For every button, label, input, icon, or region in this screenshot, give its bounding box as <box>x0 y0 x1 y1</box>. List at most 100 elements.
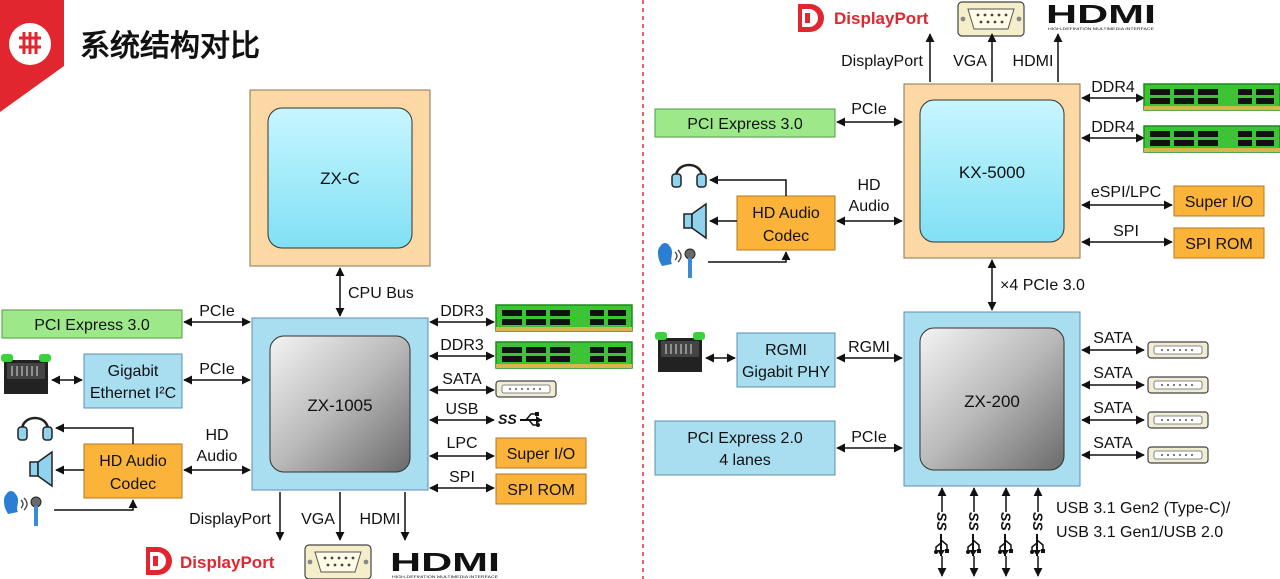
right-super-io-box <box>1173 185 1265 217</box>
left-spi-rom-box <box>495 473 587 505</box>
right-ddr-label-2: DDR4 <box>1091 119 1135 136</box>
left-codec-box <box>83 443 183 499</box>
right-displayport-label: DisplayPort <box>841 53 923 70</box>
right-hdmi-tagline: HIGH-DEFINITION MULTIMEDIA INTERFACE <box>1048 26 1154 31</box>
right-spi-label: SPI <box>1113 223 1139 240</box>
right-super-io-label: Super I/O <box>1185 194 1253 211</box>
right-rgmi-label: RGMI <box>848 339 890 356</box>
hdmi-logo-icon: HDMI HIGH-DEFINITION MULTIMEDIA INTERFAC… <box>1046 0 1156 31</box>
ram-module-icon <box>1143 83 1280 111</box>
right-codec-line2: Codec <box>763 228 809 245</box>
left-cpu-label: ZX-C <box>320 169 360 188</box>
vga-connector-icon <box>304 544 372 579</box>
left-codec-to-headphones <box>55 423 134 444</box>
left-super-io-box <box>495 437 587 469</box>
right-ddr-label-1: DDR4 <box>1091 79 1135 96</box>
left-codec-line2: Codec <box>110 476 156 493</box>
right-codec-line1: HD Audio <box>752 205 820 222</box>
speaker-icon <box>683 203 707 239</box>
right-hdmi-label: HDMI <box>1013 53 1054 70</box>
vga-connector-icon <box>957 1 1025 37</box>
displayport-logo-icon: DisplayPort <box>146 547 275 575</box>
right-chipset-block: ZX-200 <box>903 311 1081 487</box>
left-spi-rom-label: SPI ROM <box>507 482 575 499</box>
left-cpu-block: ZX-C <box>249 89 431 267</box>
left-pci-express-box <box>1 309 183 339</box>
right-link-label: ×4 PCIe 3.0 <box>1000 277 1085 294</box>
right-sata-label-1: SATA <box>1093 330 1133 347</box>
ram-module-icon <box>1143 125 1280 153</box>
left-hdmi-tagline: HIGH-DEFINITION MULTIMEDIA INTERFACE <box>392 574 498 579</box>
right-pci2-line2: 4 lanes <box>719 452 771 469</box>
left-gigabit-box <box>83 353 183 409</box>
left-chipset-label: ZX-1005 <box>307 396 372 415</box>
page-header: 系统结构对比 <box>0 0 260 112</box>
right-usb-line2: USB 3.1 Gen1/USB 2.0 <box>1056 524 1223 541</box>
left-ddr-label-2: DDR3 <box>440 337 484 354</box>
left-ddr-label-1: DDR3 <box>440 303 484 320</box>
right-chipset-label: ZX-200 <box>964 392 1020 411</box>
usb-superspeed-icon <box>497 410 543 428</box>
right-codec-box <box>736 195 836 251</box>
right-pci-express-label: PCI Express 3.0 <box>687 116 803 133</box>
left-pci-express-label: PCI Express 3.0 <box>34 317 150 334</box>
right-pci-express-box <box>654 108 836 138</box>
right-espi-label: eSPI/LPC <box>1091 184 1161 201</box>
left-architecture: ZX-C CPU Bus ZX-1005 PCI Express 3.0 PCI… <box>0 89 633 579</box>
headphones-icon <box>670 163 708 189</box>
right-vga-label: VGA <box>953 53 987 70</box>
microphone-icon <box>3 490 42 527</box>
right-mic-to-codec <box>708 251 791 263</box>
left-displayport-label: DisplayPort <box>189 511 271 528</box>
left-sata-label: SATA <box>442 371 482 388</box>
left-spi-label: SPI <box>449 469 475 486</box>
left-mic-to-codec <box>54 499 138 511</box>
left-super-io-label: Super I/O <box>507 446 575 463</box>
right-pci2-box <box>654 420 836 476</box>
right-pcie-label-2: PCIe <box>851 429 887 446</box>
left-chipset-block: ZX-1005 <box>251 317 429 491</box>
left-gigabit-line1: Gigabit <box>108 363 159 380</box>
right-sata-label-4: SATA <box>1093 435 1133 452</box>
left-pcie-label-1: PCIe <box>199 303 235 320</box>
right-rgmi-line2: Gigabit PHY <box>742 364 830 381</box>
left-dp-logo-text: DisplayPort <box>180 553 275 572</box>
right-cpu-block: KX-5000 <box>903 83 1081 259</box>
right-cpu-label: KX-5000 <box>959 163 1025 182</box>
displayport-logo-icon: DisplayPort <box>798 4 929 32</box>
left-gigabit-line2: Ethernet I²C <box>90 385 176 402</box>
ram-module-icon <box>495 304 633 332</box>
right-sata-label-2: SATA <box>1093 365 1133 382</box>
sata-connector-icon <box>1147 446 1209 464</box>
left-hdmi-logo-text: HDMI <box>390 547 500 577</box>
speaker-icon <box>29 451 53 487</box>
right-rgmi-box <box>736 332 836 388</box>
right-usb-line1: USB 3.1 Gen2 (Type-C)/ <box>1056 500 1231 517</box>
left-hd-audio-line1: HD <box>205 427 228 444</box>
left-codec-line1: HD Audio <box>99 453 167 470</box>
right-hdmi-logo-text: HDMI <box>1046 0 1156 29</box>
right-hd-audio-line2: Audio <box>849 198 890 215</box>
right-usb-links <box>933 487 1047 577</box>
right-codec-to-headphones <box>709 175 787 196</box>
hdmi-logo-icon: HDMI HIGH-DEFINITION MULTIMEDIA INTERFAC… <box>390 547 500 579</box>
sata-connector-icon <box>495 380 557 398</box>
sata-connector-icon <box>1147 376 1209 394</box>
left-hd-audio-line2: Audio <box>197 448 238 465</box>
ethernet-port-icon <box>0 353 52 395</box>
right-sata-label-3: SATA <box>1093 400 1133 417</box>
brand-logo-icon <box>9 23 51 65</box>
left-pcie-label-2: PCIe <box>199 361 235 378</box>
right-spi-rom-box <box>1173 227 1265 259</box>
right-spi-rom-label: SPI ROM <box>1185 236 1253 253</box>
page-title: 系统结构对比 <box>80 29 260 64</box>
sata-connector-icon <box>1147 341 1209 359</box>
right-hd-audio-line1: HD <box>857 177 880 194</box>
right-dp-logo-text: DisplayPort <box>834 9 929 28</box>
headphones-icon <box>16 416 54 442</box>
left-hdmi-label: HDMI <box>360 511 401 528</box>
microphone-icon <box>657 242 696 279</box>
left-lpc-label: LPC <box>446 435 477 452</box>
right-pci2-line1: PCI Express 2.0 <box>687 430 803 447</box>
